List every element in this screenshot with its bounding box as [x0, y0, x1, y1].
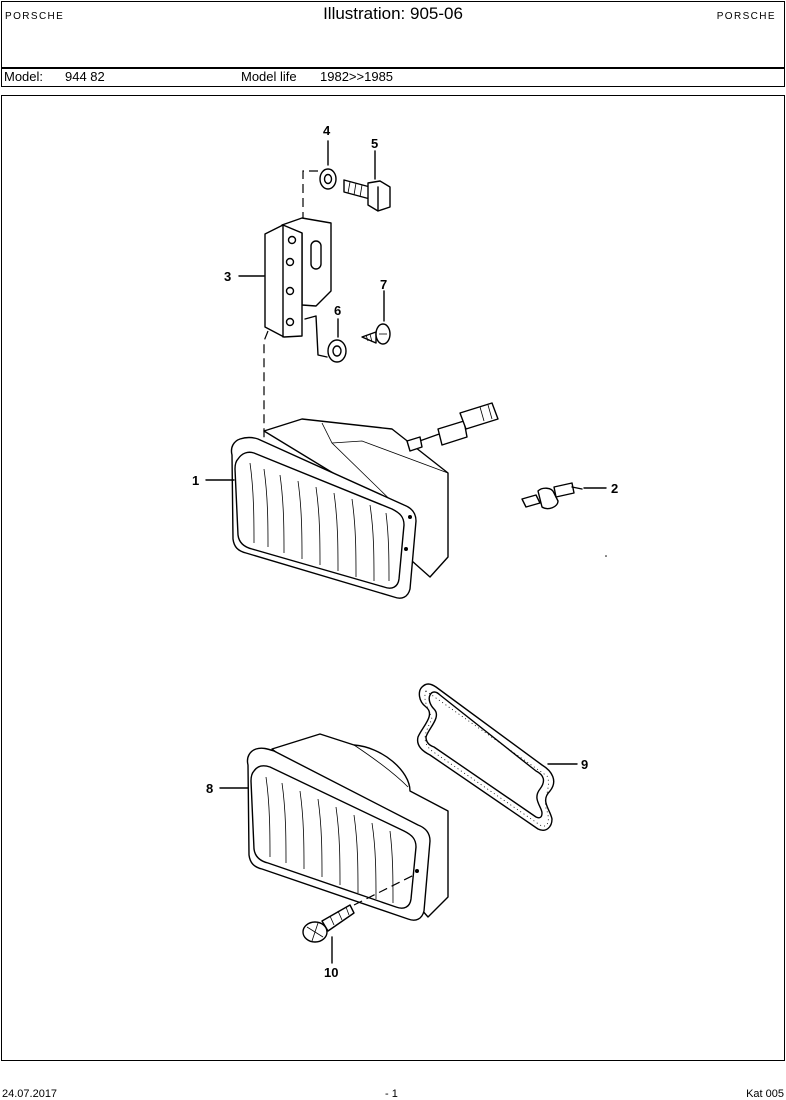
exploded-view-svg: 1 2 3 4 5 6 7 8 9 10 [192, 123, 618, 980]
footer-page-number: - 1 [385, 1088, 398, 1100]
callout-8: 8 [206, 781, 213, 796]
model-value: 944 82 [65, 69, 105, 84]
screw-part-10 [302, 904, 355, 943]
footer-date: 24.07.2017 [2, 1088, 58, 1100]
model-life-label: Model life [241, 69, 297, 84]
callout-10: 10 [324, 965, 338, 980]
bolt-part-5 [343, 179, 391, 212]
washer-part-4 [319, 168, 337, 190]
callout-2: 2 [611, 481, 618, 496]
callout-5: 5 [371, 136, 378, 151]
washer-part-6 [327, 339, 347, 363]
gasket-part-9 [416, 683, 555, 831]
callout-9: 9 [581, 757, 588, 772]
model-info-bar: Model: 944 82 Model life 1982>>1985 [1, 67, 785, 87]
callout-3: 3 [224, 269, 231, 284]
porsche-logo-right: PORSCHE [716, 11, 776, 22]
screw-part-7 [361, 323, 391, 345]
callout-1: 1 [192, 473, 199, 488]
fog-light-part-1 [230, 402, 499, 599]
callout-4: 4 [323, 123, 331, 138]
callout-6: 6 [334, 303, 341, 318]
footer-catalog: Kat 005 [746, 1088, 784, 1100]
parts-drawing: 1 2 3 4 5 6 7 8 9 10 [1, 95, 785, 1061]
illustration-title: Illustration: 905-06 [323, 4, 463, 23]
callout-7: 7 [380, 277, 387, 292]
model-label: Model: [4, 69, 44, 84]
catalog-header: PORSCHE Illustration: 905-06 PORSCHE [1, 1, 785, 68]
bulb-part-2 [521, 482, 583, 510]
porsche-logo-left: PORSCHE [5, 11, 65, 22]
model-life-value: 1982>>1985 [320, 69, 394, 84]
bracket-part-3 [264, 217, 332, 338]
fog-light-part-8 [246, 733, 449, 921]
